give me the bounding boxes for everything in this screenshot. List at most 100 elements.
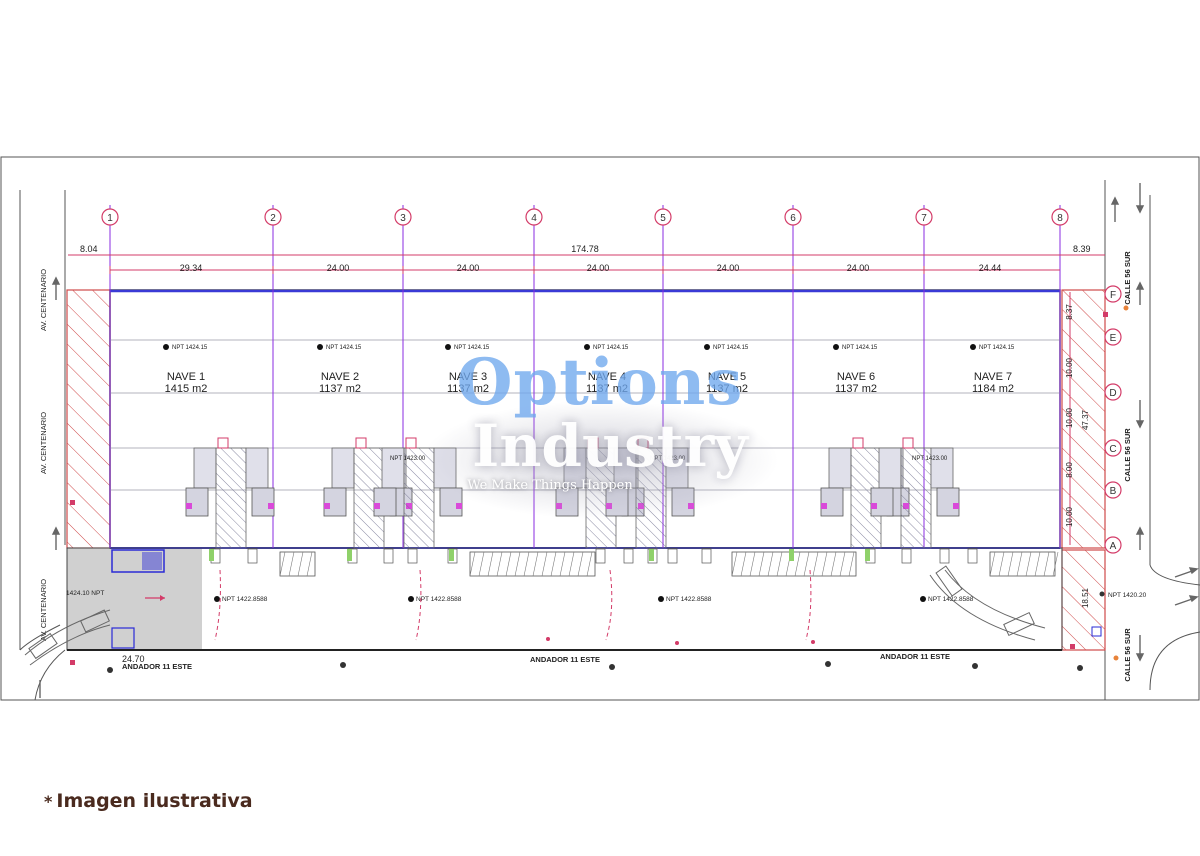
grid-bubble-F: F (1104, 285, 1122, 303)
nave-name: NAVE 5 (708, 371, 746, 383)
grid-bubble-1: 1 (101, 208, 119, 226)
street-left: AV. CENTENARIO (39, 579, 48, 641)
nave-area: 1137 m2 (835, 383, 877, 395)
svg-text:2: 2 (270, 213, 276, 224)
dock-door (701, 548, 712, 564)
dock-door (667, 548, 678, 564)
svg-text:F: F (1110, 290, 1116, 301)
grid-bubble-A: A (1104, 536, 1122, 554)
dock-door (623, 548, 634, 564)
yard-levels: NPT 1422.8588 NPT 1422.8588 NPT 1422.858… (222, 596, 974, 603)
entry-arrow (145, 595, 165, 601)
nave-area: 1184 m2 (972, 383, 1014, 395)
nave-name: NAVE 6 (837, 371, 875, 383)
svg-text:8.37: 8.37 (1065, 304, 1074, 320)
dimension-lines (68, 254, 1105, 545)
dock-marker (209, 549, 214, 561)
dim-total-width: 174.78 (571, 244, 599, 254)
dim-left-setback: 8.04 (80, 244, 98, 254)
yard-npt: NPT 1422.8588 (666, 596, 712, 603)
nave-npt: NPT 1424.15 (326, 345, 362, 351)
dim-bay: 24.00 (457, 263, 480, 273)
grid-bubble-4: 4 (525, 208, 543, 226)
nave-name: NAVE 1 (167, 371, 205, 383)
side-dimensions: 8.37 10.00 10.00 8.00 10.00 47.37 18.51 (1065, 304, 1090, 608)
dim-bay: 24.00 (717, 263, 740, 273)
nave-name: NAVE 4 (588, 371, 626, 383)
nave-name: NAVE 7 (974, 371, 1012, 383)
dim-bay: 24.00 (327, 263, 350, 273)
street-bottom: ANDADOR 11 ESTE (530, 655, 600, 664)
street-labels: AV. CENTENARIO AV. CENTENARIO AV. CENTEN… (39, 251, 1132, 682)
yard-npt: NPT 1422.8588 (222, 596, 268, 603)
dock-leveler-row (279, 551, 316, 577)
dim-bottom-left: 24.70 (122, 654, 145, 664)
orange-markers (1113, 305, 1129, 661)
truck-turn-right (929, 565, 1046, 641)
svg-text:A: A (1110, 541, 1117, 552)
grid-bubble-3: 3 (394, 208, 412, 226)
nave-name: NAVE 2 (321, 371, 359, 383)
nave-name: NAVE 3 (449, 371, 487, 383)
nave-npt: NPT 1424.15 (172, 345, 208, 351)
dock-door (967, 548, 978, 564)
dock-marker (649, 549, 654, 561)
nave-area: 1137 m2 (447, 383, 489, 395)
dim-bay: 24.00 (587, 263, 610, 273)
dock-door (939, 548, 950, 564)
street-lines (19, 180, 1200, 701)
dock-marker (789, 549, 794, 561)
street-right: CALLE 56 SUR (1123, 251, 1132, 305)
dim-bay: 29.34 (180, 263, 203, 273)
setback-left (66, 289, 111, 549)
nave-area: 1137 m2 (706, 383, 748, 395)
svg-text:B: B (1110, 486, 1117, 497)
truck-turn-left (24, 609, 111, 666)
svg-text:3: 3 (400, 213, 406, 224)
svg-text:NPT 1423.00: NPT 1423.00 (650, 456, 686, 462)
dock-door (901, 548, 912, 564)
nave-npt: NPT 1424.15 (454, 345, 490, 351)
dock-leveler-row (731, 551, 857, 577)
dock-door (595, 548, 606, 564)
traffic-arrows (39, 183, 1199, 698)
dim-bay: 24.00 (847, 263, 870, 273)
street-left: AV. CENTENARIO (39, 269, 48, 331)
nave-npt: NPT 1424.15 (713, 345, 749, 351)
svg-text:5: 5 (660, 213, 666, 224)
nave-area: 1137 m2 (586, 383, 628, 395)
corner-npt-right: NPT 1420.20 (1108, 592, 1147, 599)
setback-right (1061, 289, 1106, 549)
svg-text:8.00: 8.00 (1065, 462, 1074, 478)
svg-text:C: C (1109, 444, 1116, 455)
yard-level-marks (214, 596, 926, 602)
svg-text:47.37: 47.37 (1081, 409, 1090, 430)
svg-text:10.00: 10.00 (1065, 506, 1074, 527)
dock-door (407, 548, 418, 564)
svg-text:10.00: 10.00 (1065, 357, 1074, 378)
dock-marker (449, 549, 454, 561)
dock-marker (347, 549, 352, 561)
small-markers (70, 312, 1108, 665)
grid-bubble-E: E (1104, 328, 1122, 346)
truck-paths (214, 569, 812, 641)
caption-text: Imagen ilustrativa (56, 790, 253, 812)
grid-bubble-7: 7 (915, 208, 933, 226)
guard-booth-inner (142, 552, 162, 570)
svg-text:18.51: 18.51 (1081, 587, 1090, 608)
yard-npt: NPT 1422.8588 (416, 596, 462, 603)
grid-bubble-B: B (1104, 481, 1122, 499)
grid-bubble-D: D (1104, 383, 1122, 401)
svg-text:6: 6 (790, 213, 796, 224)
right-room (1091, 626, 1102, 637)
grid-bubble-8: 8 (1051, 208, 1069, 226)
dock-leveler-row (469, 551, 596, 577)
dock-leveler-row (989, 551, 1059, 577)
caption-star: * (44, 792, 53, 811)
